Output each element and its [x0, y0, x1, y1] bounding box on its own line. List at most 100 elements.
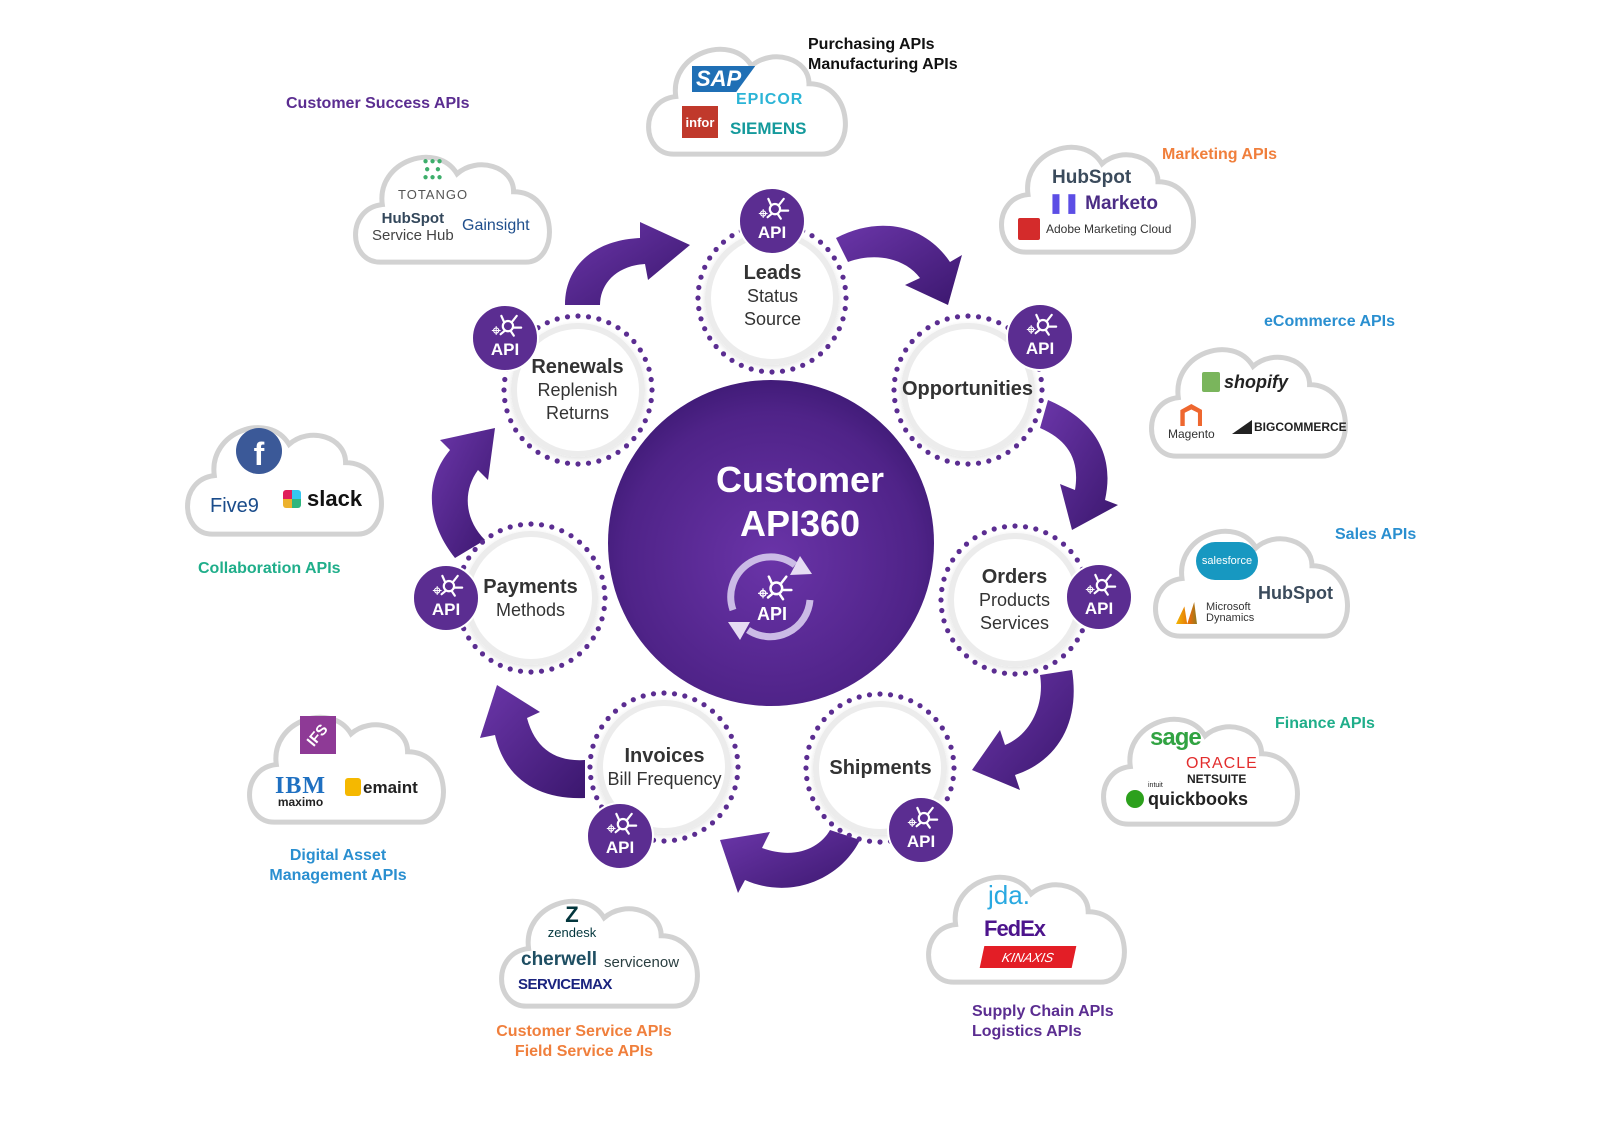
api-badge-label: API	[431, 600, 461, 619]
vendor-name: slack	[307, 486, 363, 511]
ring-dot	[790, 366, 796, 372]
vendor-name: FedEx	[984, 916, 1046, 941]
ring-dot	[554, 316, 560, 322]
ring-dot	[661, 838, 667, 844]
ring-dot	[538, 522, 545, 528]
ring-dot	[856, 694, 862, 700]
stage-renewals[interactable]: Renewals Replenish Returns	[505, 356, 650, 425]
ring-dot	[535, 449, 541, 455]
vendor-name: emaint	[363, 777, 418, 797]
ring-dot	[1068, 548, 1074, 555]
stage-detail: Source	[743, 309, 802, 329]
stage-node-shipments[interactable]	[803, 691, 957, 864]
ring-dot	[1013, 443, 1020, 449]
stage-leads[interactable]: Leads Status Source	[700, 262, 845, 331]
stage-detail: Bill Frequency	[607, 769, 722, 789]
ring-dot	[758, 368, 765, 374]
dynamics-icon	[1176, 602, 1204, 624]
bigcommerce-icon	[1232, 420, 1252, 434]
stage-node-opportunities[interactable]	[891, 303, 1074, 467]
ring-dot	[842, 305, 848, 312]
zendesk-icon: Z	[565, 902, 579, 927]
ring-dot	[825, 343, 831, 350]
vendor-name: zendesk	[547, 925, 597, 940]
stage-shipments[interactable]: Shipments	[808, 757, 953, 780]
vendor-name: Adobe Marketing Cloud	[1046, 222, 1172, 236]
ring-dot	[538, 668, 545, 674]
ring-dot	[698, 274, 704, 280]
ring-dot	[584, 546, 590, 553]
ring-dot	[692, 697, 698, 703]
stage-opportunities[interactable]: Opportunities	[895, 378, 1040, 401]
ring-dot	[1012, 671, 1018, 677]
ring-dot	[517, 522, 524, 528]
stage-node-invoices[interactable]	[586, 690, 741, 870]
ring-dot	[738, 362, 744, 368]
stage-invoices[interactable]: Invoices Bill Frequency	[592, 745, 737, 791]
ring-dot	[815, 725, 821, 731]
slack-hash-icon	[283, 490, 301, 508]
ring-dot	[1060, 541, 1067, 547]
api-badge-label: API	[906, 832, 936, 851]
category-label-dam: Digital Asset Management APIs	[248, 846, 428, 886]
ring-dot	[806, 786, 812, 792]
ring-dot	[717, 715, 723, 722]
stage-orders[interactable]: Orders Products Services	[942, 566, 1087, 635]
totango-dots-icon: ●●●● ●●●●	[422, 156, 444, 183]
ring-dot	[887, 692, 894, 698]
cloud-success	[353, 154, 552, 265]
stage-node-orders[interactable]	[938, 523, 1133, 677]
ring-dot	[1043, 530, 1049, 536]
arrow-payments-to-renewals	[431, 428, 495, 558]
ring-dot	[856, 836, 862, 842]
api-badge-label: API	[1025, 339, 1055, 358]
ring-dot	[713, 246, 719, 253]
ring-dot	[1052, 659, 1058, 665]
ring-dot	[996, 454, 1002, 460]
ring-dot	[934, 454, 940, 460]
category-label-collab: Collaboration APIs	[198, 559, 341, 579]
stage-node-renewals[interactable]	[471, 304, 655, 467]
flow-arrows	[431, 222, 1118, 893]
ring-dot	[596, 458, 602, 464]
ring-dot	[950, 557, 956, 563]
ring-dot	[917, 703, 923, 709]
ring-dot	[1033, 526, 1039, 532]
arrow-invoices-to-payments	[480, 685, 585, 799]
stage-node-leads[interactable]	[695, 187, 849, 375]
ring-dot	[631, 435, 637, 442]
ring-dot	[623, 331, 630, 337]
ring-dot	[903, 347, 909, 353]
label-line: eCommerce APIs	[1264, 313, 1396, 330]
hub-circle	[608, 380, 934, 706]
ring-dot	[488, 533, 494, 539]
stage-circle	[597, 700, 731, 834]
category-label-sales: Sales APIs	[1335, 525, 1416, 545]
ring-dot	[934, 320, 940, 326]
cloud-collab	[185, 425, 384, 537]
ring-dot	[528, 521, 534, 527]
stage-circle	[901, 323, 1035, 457]
ring-dot	[585, 460, 592, 466]
vendor-ifs-logo: IFS	[300, 716, 336, 754]
stage-node-payments[interactable]	[412, 521, 608, 675]
label-line: Purchasing APIs	[808, 36, 935, 53]
vendor-cherwell-logo: cherwell	[521, 949, 598, 970]
vendor-servicemax-logo: SERVICEMAX	[518, 976, 612, 993]
ibm-label: IBM	[275, 773, 326, 799]
ring-dot	[840, 274, 846, 280]
stage-payments[interactable]: Payments Methods	[458, 576, 603, 622]
adobe-icon	[1018, 218, 1040, 240]
ring-dot	[735, 764, 741, 770]
api-badge	[738, 187, 806, 255]
label-line: Logistics APIs	[972, 1023, 1082, 1040]
vendor-infor-logo: infor	[682, 106, 718, 138]
ring-dot	[584, 643, 590, 650]
vendor-name: Marketo	[1085, 193, 1158, 214]
ring-dot	[925, 449, 931, 455]
vendor-siemens-logo: SIEMENS	[730, 119, 807, 138]
hub-api-cycle-icon	[727, 553, 814, 641]
ring-dot	[594, 795, 600, 801]
ring-dot	[576, 539, 583, 545]
